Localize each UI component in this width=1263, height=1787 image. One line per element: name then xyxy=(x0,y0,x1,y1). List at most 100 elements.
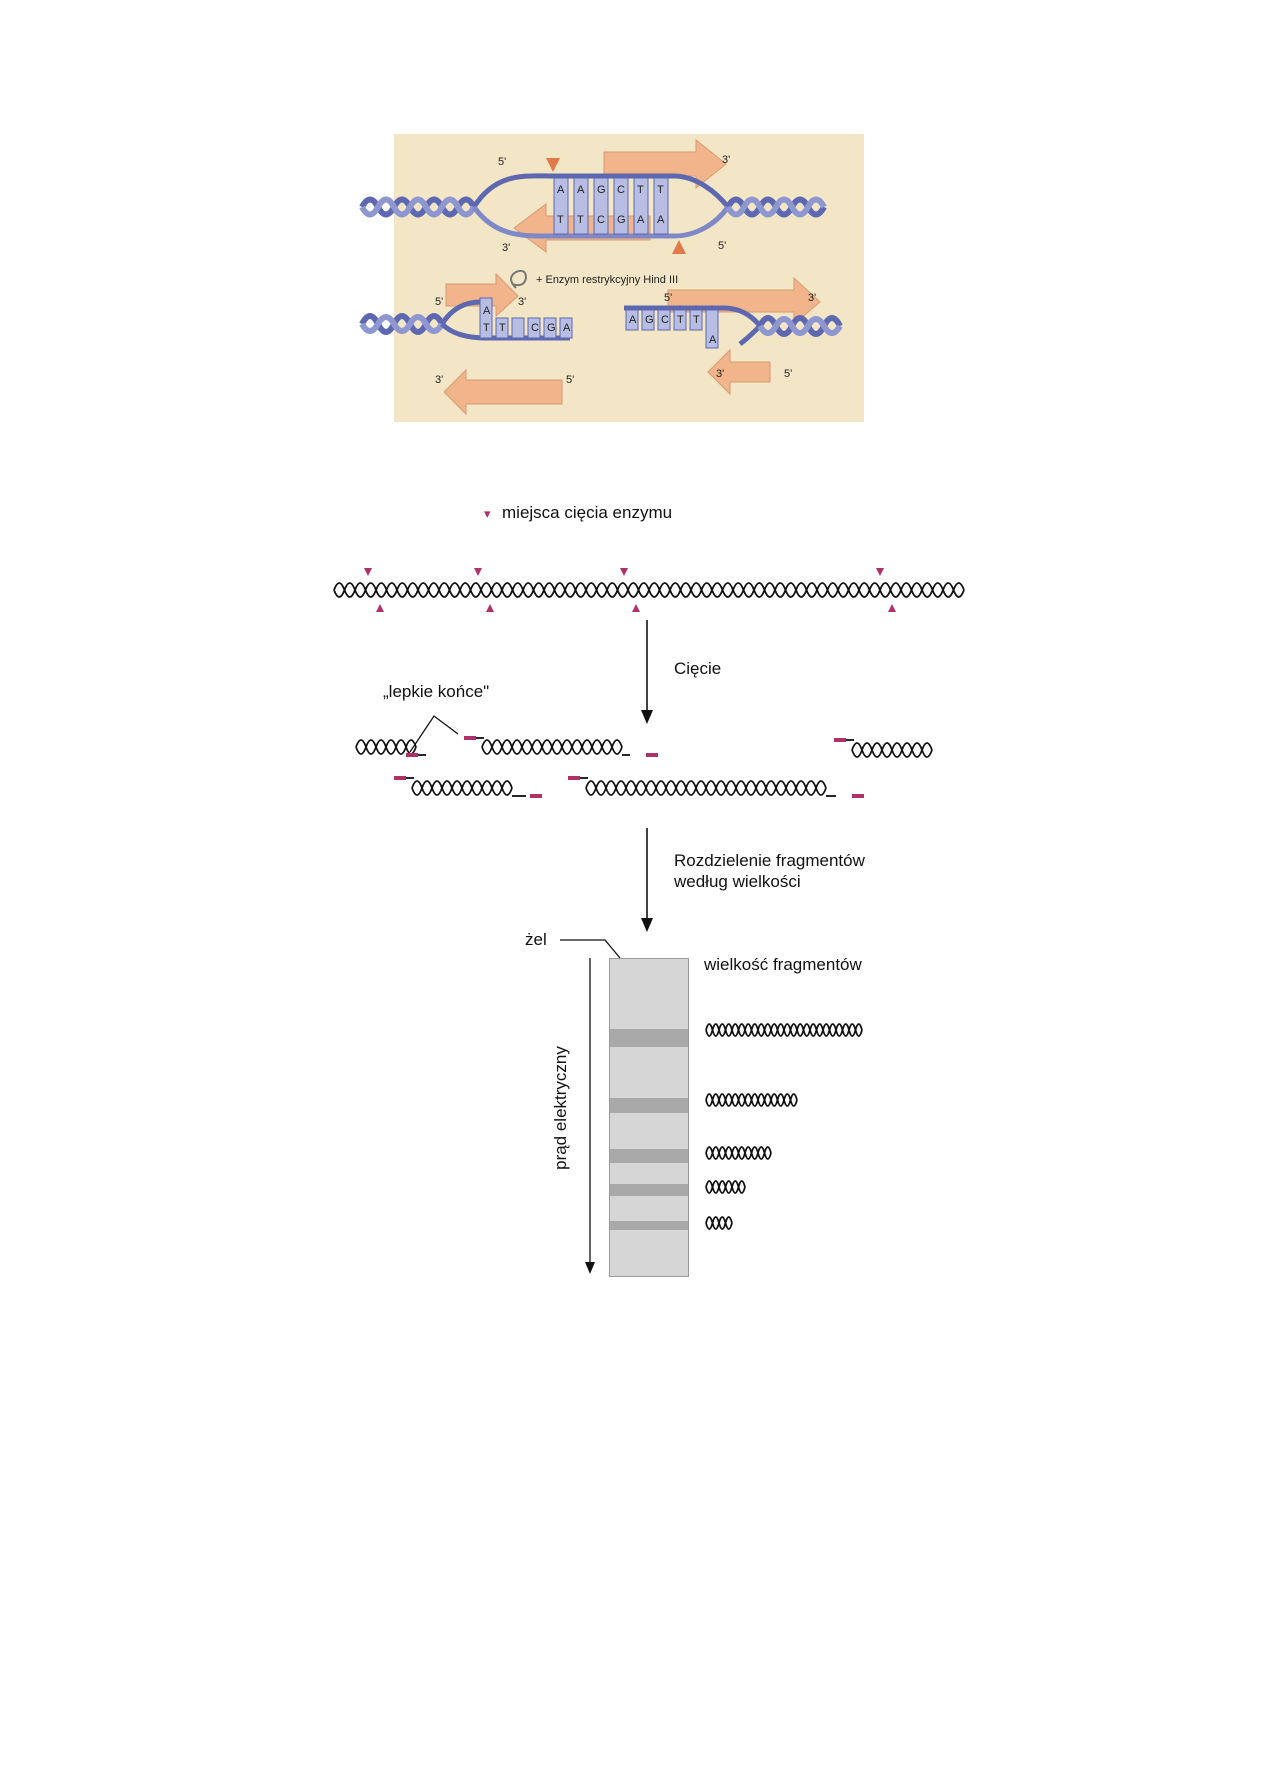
end-label: 3' xyxy=(518,296,527,308)
left-fragment-down-arrow xyxy=(443,368,563,416)
size-ladder-7-strand-b xyxy=(705,1093,798,1107)
cut-markers xyxy=(364,568,896,612)
end-label: 5' xyxy=(784,368,793,380)
current-arrow-head xyxy=(585,1262,595,1274)
restriction-enzyme-illustration: 5' 3' 3' 5' 5' 3' 3' 5' 5' 3' 3' 5' A A … xyxy=(356,112,908,444)
end-label: 3' xyxy=(808,292,817,304)
base-letter: G xyxy=(597,184,606,196)
sticky-end-icon xyxy=(406,753,418,757)
end-label: 5' xyxy=(435,296,444,308)
fragment-lower-left-strand-b xyxy=(411,780,513,796)
bubble-bottom-strand xyxy=(471,205,731,239)
cut-site-marker-icon xyxy=(888,604,896,612)
sticky-end-icon xyxy=(852,794,864,798)
base-letter: A xyxy=(483,305,491,317)
base-letter: A xyxy=(629,314,637,326)
sticky-ends-label: „lepkie końce" xyxy=(383,682,490,701)
cut-arrow-head xyxy=(641,710,653,724)
cut-step-label: Cięcie xyxy=(674,659,722,678)
base-letter: T xyxy=(483,322,490,334)
hind-iii-cut-artwork xyxy=(359,138,843,416)
end-label: 5' xyxy=(566,374,575,386)
end-label: 5' xyxy=(498,156,507,168)
separate-step-label-line2: według wielkości xyxy=(674,872,801,891)
gel-band xyxy=(610,1149,688,1163)
fragment-long-strand-b xyxy=(585,780,827,796)
left-fragment-bases xyxy=(479,297,573,339)
cut-site-marker-icon xyxy=(376,604,384,612)
cut-site-legend-icon: ▾ xyxy=(484,506,491,521)
base-letter: A xyxy=(577,184,585,196)
sticky-end-icon xyxy=(394,776,406,780)
base-letter: T xyxy=(577,214,584,226)
base-letter: A xyxy=(563,322,571,334)
base-letter: C xyxy=(661,314,669,326)
sticky-end-icon xyxy=(568,776,580,780)
base-letter: G xyxy=(547,322,556,334)
right-fragment-helix-b xyxy=(757,316,843,336)
base-letter: C xyxy=(531,322,539,334)
gel-band xyxy=(610,1029,688,1047)
base-pair-rungs xyxy=(553,177,669,235)
right-helix-strand-b xyxy=(725,196,827,218)
end-label: 3' xyxy=(502,242,511,254)
size-ladder-2-strand-b xyxy=(705,1216,733,1230)
sticky-end-icon xyxy=(464,736,476,740)
size-ladder-5-strand-b xyxy=(705,1146,772,1160)
base-letter: T xyxy=(499,322,506,334)
cut-site-marker-icon xyxy=(876,568,884,576)
agarose-gel xyxy=(609,958,689,1277)
fragment-right-strand-b xyxy=(851,742,933,758)
base-letter: T xyxy=(637,184,644,196)
gel-band xyxy=(610,1184,688,1196)
electric-current-label: prąd elektryczny xyxy=(551,1046,570,1170)
base-letter: A xyxy=(557,184,565,196)
cut-site-marker-icon xyxy=(486,604,494,612)
gel-label: żel xyxy=(525,930,547,949)
size-ladder-3-strand-b xyxy=(705,1180,746,1194)
right-fragment-down-arrow xyxy=(707,348,771,396)
gel-band xyxy=(610,1098,688,1113)
dna-helices xyxy=(333,582,965,1230)
cut-site-marker-icon xyxy=(620,568,628,576)
enzyme-label: + Enzym restrykcyjny Hind III xyxy=(536,274,679,286)
base-letter: A xyxy=(657,214,665,226)
fragment-small-left-strand-b xyxy=(355,739,417,755)
left-helix-strand-b xyxy=(359,196,477,218)
base-letter: A xyxy=(709,334,717,346)
end-label: 5' xyxy=(718,240,727,252)
top-cut-triangle xyxy=(546,158,560,172)
base-letter: T xyxy=(557,214,564,226)
base-letter: T xyxy=(657,184,664,196)
end-label: 3' xyxy=(435,374,444,386)
base-letter: C xyxy=(597,214,605,226)
sticky-end-icon xyxy=(646,753,658,757)
left-fragment-helix-b xyxy=(359,314,445,334)
separate-step-label-line1: Rozdzielenie fragmentów xyxy=(674,851,865,870)
base-letter: G xyxy=(645,314,654,326)
end-label: 3' xyxy=(722,154,731,166)
gel-pointer-line xyxy=(560,939,621,959)
end-label: 3' xyxy=(716,368,725,380)
cut-site-marker-icon xyxy=(364,568,372,576)
cut-site-legend-text: miejsca cięcia enzymu xyxy=(502,503,673,522)
right-fragment-bases xyxy=(625,309,719,349)
fragment-medium-strand-b xyxy=(481,739,623,755)
reaction-swirl-icon xyxy=(510,269,528,289)
base-letter: G xyxy=(617,214,626,226)
sticky-end-icon xyxy=(530,794,542,798)
uncut-dna-strand-b xyxy=(333,582,965,598)
illustration-background xyxy=(394,134,864,422)
cut-site-marker-icon xyxy=(632,604,640,612)
sticky-end-icon xyxy=(834,738,846,742)
bubble-top-strand xyxy=(471,173,730,209)
right-fragment-up-arrow xyxy=(667,276,821,326)
cut-site-marker-icon xyxy=(474,568,482,576)
base-letter: C xyxy=(617,184,625,196)
bottom-cut-triangle xyxy=(672,240,686,254)
base-letter: A xyxy=(637,214,645,226)
gel-band xyxy=(610,1221,688,1230)
left-fragment-top-strand xyxy=(439,299,481,326)
sticky-ends-callout xyxy=(409,715,459,753)
